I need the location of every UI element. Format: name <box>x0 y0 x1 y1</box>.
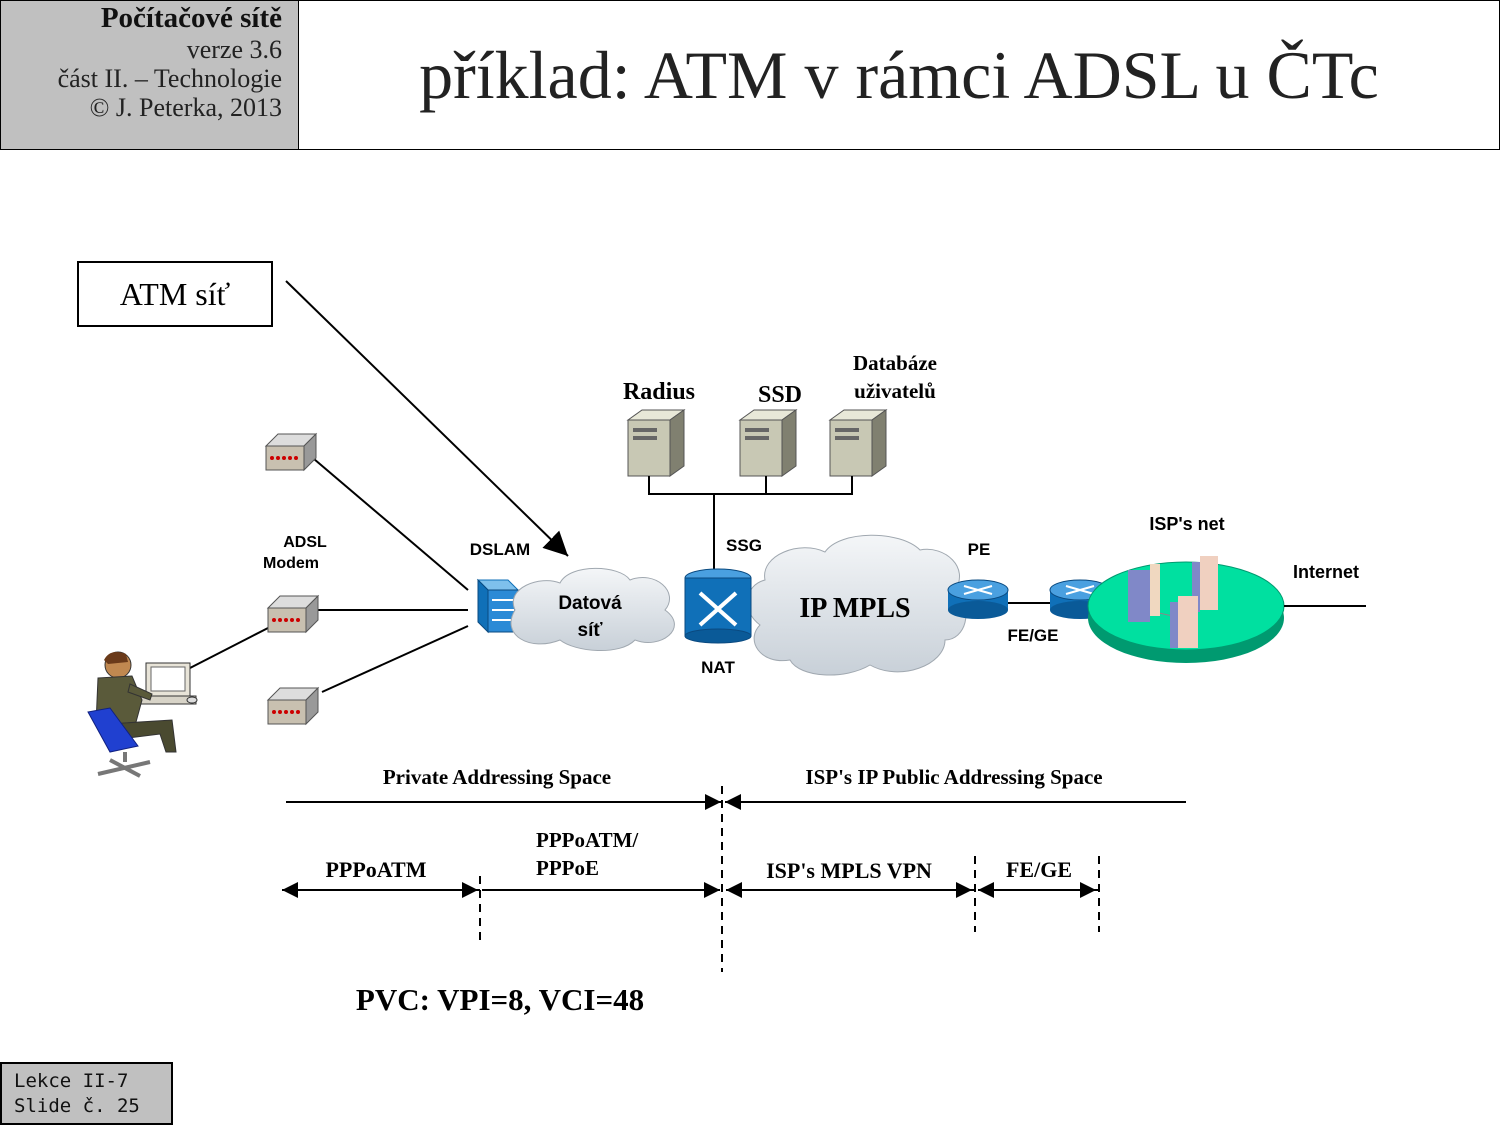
adsl-modem-icon <box>264 432 318 472</box>
ip-mpls-cloud <box>746 534 967 676</box>
label-private-space: Private Addressing Space <box>383 765 611 789</box>
version-label: verze 3.6 <box>186 35 282 64</box>
label-modem: Modem <box>263 555 319 572</box>
label-nat: NAT <box>701 658 735 677</box>
label-pppoatm-pppoe-2: PPPoE <box>536 856 599 880</box>
adsl-modem-icon <box>266 594 320 634</box>
callout-arrow <box>285 280 569 557</box>
database-server-icon <box>828 409 888 477</box>
label-ssg: SSG <box>726 536 762 555</box>
label-isp-net: ISP's net <box>1149 514 1224 534</box>
lecture-label: Lekce II-7 <box>14 1070 129 1092</box>
label-pppoatm-pppoe-1: PPPoATM/ <box>536 828 639 852</box>
slide-title-panel: příklad: ATM v rámci ADSL u ČTc <box>299 0 1500 150</box>
ssg-nat-router-icon <box>684 568 752 644</box>
pe-router-icon <box>947 579 1009 619</box>
label-db-1: Databáze <box>853 351 937 375</box>
ssd-server-icon <box>738 409 798 477</box>
radius-server-icon <box>626 409 686 477</box>
data-network-cloud <box>510 567 675 651</box>
label-data-net-2: síť <box>578 620 604 641</box>
server-links <box>648 476 853 575</box>
boundary-dashed-lines <box>479 786 1100 972</box>
label-db-2: uživatelů <box>854 379 936 403</box>
label-radius: Radius <box>623 379 695 405</box>
label-ssd: SSD <box>758 382 802 408</box>
user-workstation-icon <box>87 651 198 778</box>
callout-label: ATM síť <box>119 275 231 312</box>
adsl-modem-icon <box>266 686 320 726</box>
course-title: Počítačové sítě <box>100 2 282 34</box>
dslam-icon <box>476 578 520 634</box>
copyright-label: © J. Peterka, 2013 <box>89 93 282 122</box>
label-mpls-vpn: ISP's MPLS VPN <box>766 858 932 883</box>
slide-label: Slide č. 25 <box>14 1095 140 1117</box>
modem-links <box>189 458 469 693</box>
isp-network-icon <box>1087 556 1285 663</box>
label-internet: Internet <box>1293 562 1359 582</box>
lecture-slide-box: Lekce II-7 Slide č. 25 <box>0 1062 173 1125</box>
part-label: část II. – Technologie <box>57 64 282 93</box>
label-fe-ge-span: FE/GE <box>1006 857 1072 882</box>
label-dslam: DSLAM <box>470 540 530 559</box>
header-info-panel: Počítačové sítě verze 3.6 část II. – Tec… <box>0 0 299 150</box>
label-adsl: ADSL <box>283 534 327 551</box>
label-public-space: ISP's IP Public Addressing Space <box>805 765 1102 789</box>
label-data-net-1: Datová <box>558 593 622 614</box>
slide-title: příklad: ATM v rámci ADSL u ČTc <box>419 36 1379 113</box>
atm-network-callout: ATM síť <box>77 261 273 327</box>
label-ip-mpls: IP MPLS <box>799 593 910 624</box>
pvc-label: PVC: VPI=8, VCI=48 <box>356 982 644 1017</box>
label-pppoatm: PPPoATM <box>325 857 426 882</box>
label-pe: PE <box>968 540 991 559</box>
label-fe-ge: FE/GE <box>1007 626 1058 645</box>
